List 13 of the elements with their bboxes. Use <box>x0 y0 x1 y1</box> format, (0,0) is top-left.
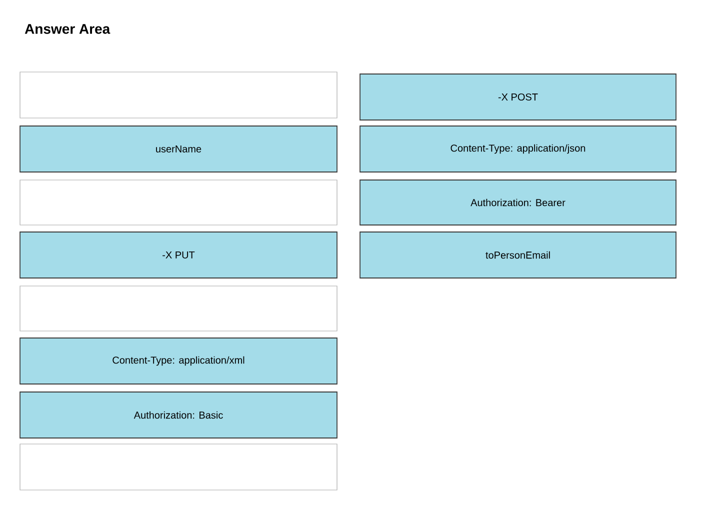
answer-box: userName <box>20 126 338 172</box>
drop-slot <box>20 72 338 118</box>
drop-slot <box>20 444 338 490</box>
heading: Answer Area <box>24 24 110 34</box>
answer-box: Authorization: Bearer <box>360 180 676 226</box>
answer-box: Authorization: Basic <box>20 392 338 438</box>
drop-slot <box>20 180 338 226</box>
answer-box: -X PUT <box>20 232 338 278</box>
answer-box: Content-Type: application/json <box>360 126 676 172</box>
answer-box: -X POST <box>360 74 676 120</box>
answer-box: toPersonEmail <box>360 232 676 278</box>
answer-box: Content-Type: application/xml <box>20 338 338 384</box>
drop-slot <box>20 286 338 332</box>
